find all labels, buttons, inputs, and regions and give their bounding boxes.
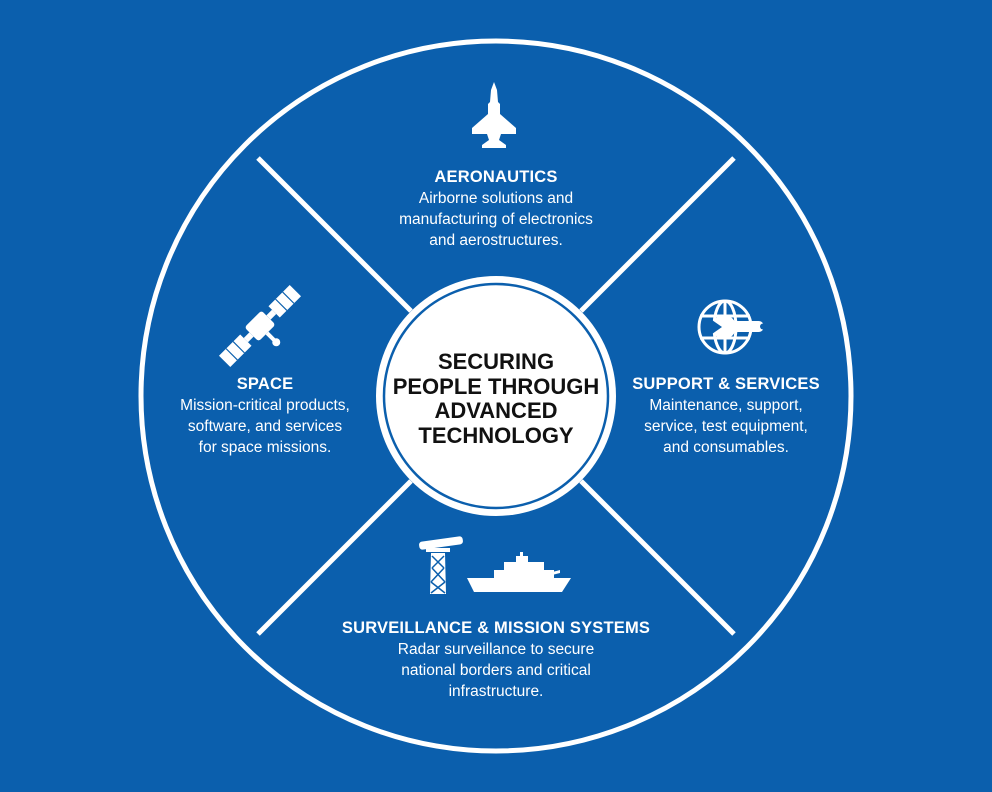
- divider-top-right: [579, 156, 736, 313]
- surveillance-title: SURVEILLANCE & MISSION SYSTEMS: [341, 619, 651, 637]
- support-services-desc-line: service, test equipment,: [644, 418, 808, 435]
- aeronautics-desc-line: manufacturing of electronics: [399, 211, 593, 228]
- warship-icon: [467, 552, 571, 592]
- space-title: SPACE: [236, 375, 294, 393]
- divider-top-left: [256, 156, 413, 313]
- center-line: SECURING: [437, 349, 555, 374]
- space-desc-line: Mission-critical products,: [180, 397, 350, 414]
- surveillance-segment: SURVEILLANCE & MISSION SYSTEMS Radar sur…: [330, 617, 662, 702]
- space-desc-line: for space missions.: [198, 439, 332, 456]
- support-services-desc-line: Maintenance, support,: [649, 397, 803, 414]
- center-inner-ring: [382, 282, 610, 510]
- center-line: ADVANCED: [434, 398, 558, 423]
- space-segment: SPACE Mission-critical products, softwar…: [160, 373, 370, 458]
- aeronautics-desc-line: and aerostructures.: [429, 232, 563, 249]
- support-services-segment: SUPPORT & SERVICES Maintenance, support,…: [628, 373, 824, 458]
- aeronautics-desc-line: Airborne solutions and: [418, 190, 574, 207]
- center-line: PEOPLE THROUGH: [392, 373, 600, 399]
- center-statement: SECURING PEOPLE THROUGH ADVANCED TECHNOL…: [381, 349, 611, 448]
- aeronautics-segment: AERONAUTICS Airborne solutions and manuf…: [365, 166, 627, 251]
- surveillance-desc-line: infrastructure.: [448, 683, 544, 700]
- divider-bottom-right: [579, 479, 736, 636]
- outer-ring: [138, 38, 854, 754]
- aeronautics-title: AERONAUTICS: [434, 168, 558, 186]
- satellite-icon: [218, 284, 302, 368]
- space-desc-line: software, and services: [187, 418, 343, 435]
- divider-bottom-left: [256, 479, 413, 636]
- surveillance-desc-line: national borders and critical: [401, 662, 591, 679]
- support-services-desc-line: and consumables.: [663, 439, 789, 456]
- surveillance-desc-line: Radar surveillance to secure: [397, 641, 595, 658]
- support-services-title: SUPPORT & SERVICES: [632, 375, 820, 393]
- center-circle: [376, 276, 616, 516]
- fighter-jet-icon: [472, 82, 516, 148]
- center-line: TECHNOLOGY: [418, 422, 574, 448]
